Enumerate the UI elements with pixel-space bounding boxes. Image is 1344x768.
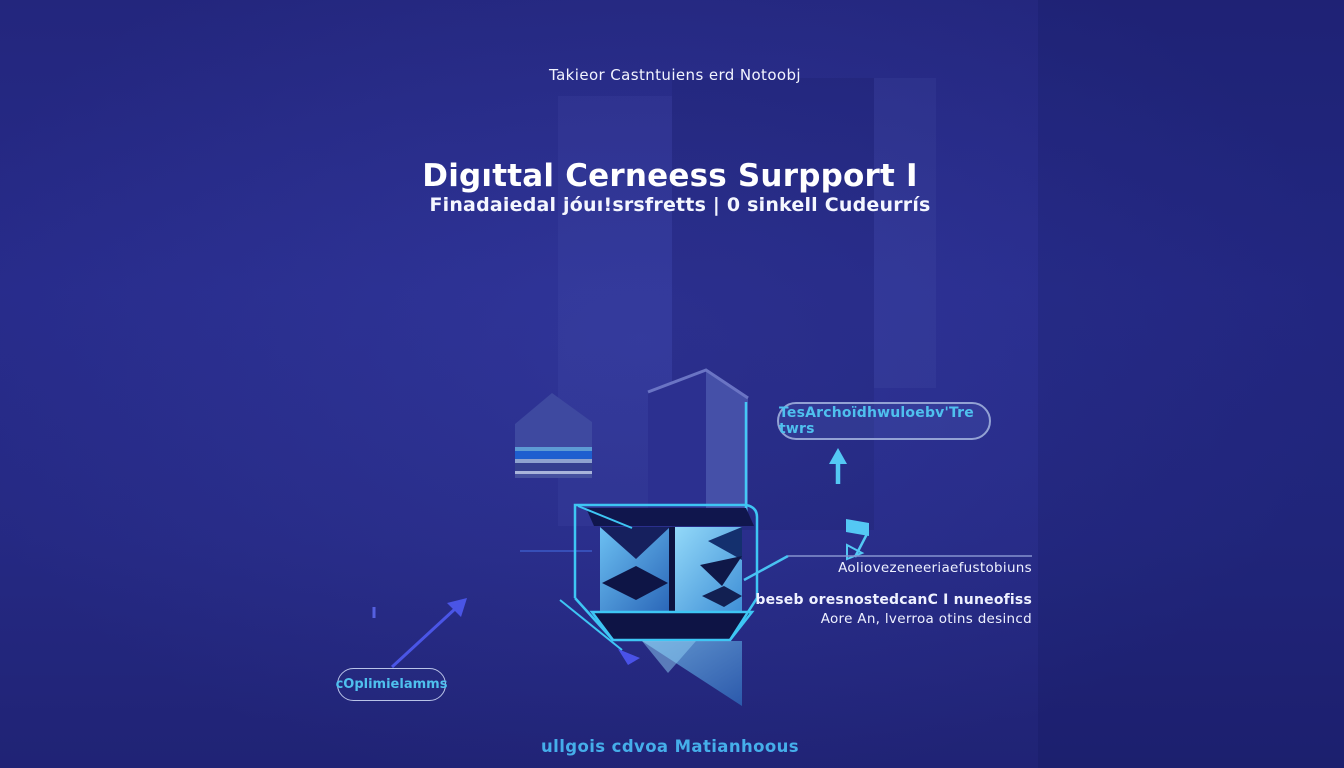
cta-pill-button[interactable]: TesArchoïdhwuloebv'Tre twrs <box>777 402 991 440</box>
top-tagline: Takieor Castntuiens erd Notoobj <box>549 66 801 84</box>
bg-panel-center <box>672 78 874 530</box>
up-arrow-icon <box>829 448 847 484</box>
feature-line-3: Aore An, lverroa otins desincd <box>820 611 1032 627</box>
page-title: Digıttal Cerneess Surpport I <box>422 158 918 194</box>
feature-line-2: beseb oresnostedcanC I nuneofiss <box>755 592 1032 608</box>
secondary-button[interactable]: cOplimielamms <box>336 668 447 701</box>
feature-line-1: Aoliovezeneeriaefustobiuns <box>838 560 1032 576</box>
footer-caption: ullgois cdvoa Matianhoous <box>541 737 799 756</box>
bg-panel-right <box>1038 0 1344 768</box>
bg-panel-strip <box>874 78 936 388</box>
small-arrow-mark <box>618 649 640 665</box>
flag-icon <box>846 519 870 561</box>
striped-house-shape <box>515 393 592 478</box>
feature-text-block: Aoliovezeneeriaefustobiuns beseb oresnos… <box>690 560 1032 627</box>
page-subtitle: Finadaiedal jóuı!srsfretts | 0 sinkell C… <box>429 194 931 216</box>
slab-shape <box>647 368 749 520</box>
diagonal-arrow <box>372 598 467 669</box>
